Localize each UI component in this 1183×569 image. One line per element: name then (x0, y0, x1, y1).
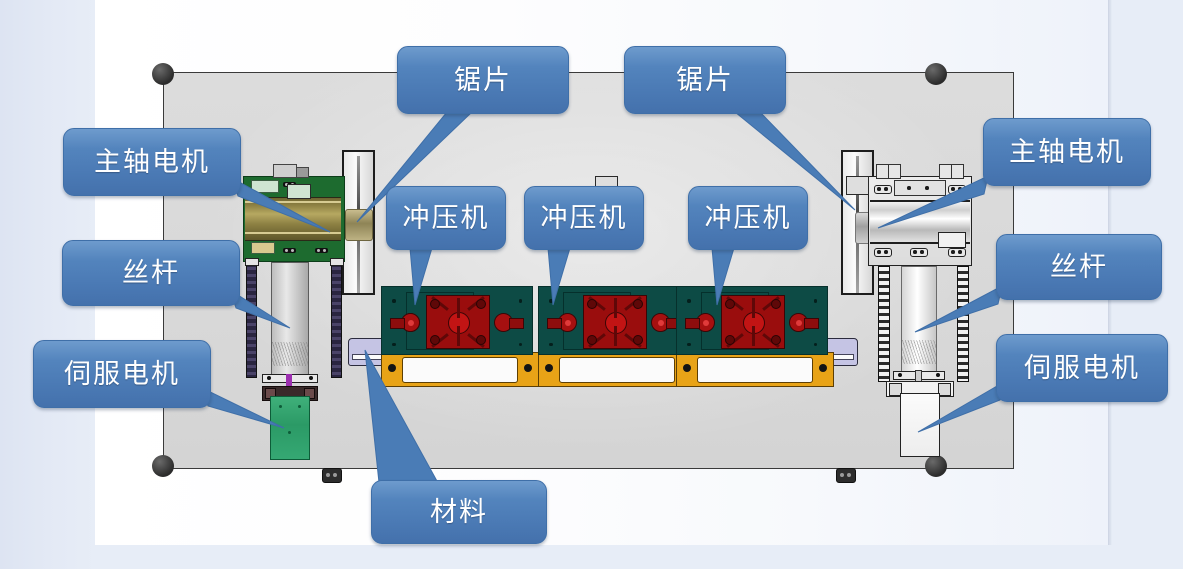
saw-blade-left-hub (345, 209, 373, 241)
lead-screw-right-thread (902, 340, 936, 364)
callout-spindle-motor-left-label: 主轴电机 (94, 146, 210, 177)
press-machine-3 (676, 286, 828, 355)
lead-screw-left-rail-b-cap (330, 258, 344, 266)
spindle-motor-right (868, 164, 972, 266)
callout-press-machine-2[interactable]: 冲压机 (524, 186, 644, 250)
lead-screw-left (271, 262, 309, 377)
callout-saw-blade-left[interactable]: 锯片 (397, 46, 569, 114)
lead-screw-right (901, 266, 937, 375)
spindle-motor-right-bolt-e (948, 248, 966, 257)
spindle-motor-right-bracket (938, 232, 966, 248)
callout-lead-screw-right-label: 丝杆 (1050, 251, 1108, 282)
spindle-motor-left-barrel (245, 197, 341, 241)
callout-saw-blade-right-label: 锯片 (676, 64, 734, 95)
press-machine-1-die (426, 295, 490, 349)
callout-servo-motor-right-label: 伺服电机 (1024, 352, 1140, 383)
callout-lead-screw-right[interactable]: 丝杆 (996, 234, 1162, 300)
spindle-motor-right-top-plate (894, 180, 946, 196)
spindle-motor-right-bolt-b (948, 185, 966, 194)
callout-spindle-motor-right-label: 主轴电机 (1009, 136, 1125, 167)
spindle-motor-right-ear-d (951, 164, 964, 179)
servo-motor-right (900, 393, 940, 457)
spindle-motor-right-bolt-d (910, 248, 928, 257)
spindle-motor-left-stripe-a (245, 201, 341, 203)
callout-press-machine-1[interactable]: 冲压机 (386, 186, 506, 250)
bolster-3 (676, 352, 834, 387)
press-machine-3-die (721, 295, 785, 349)
caster-bottom-left-icon (152, 455, 174, 477)
spindle-motor-right-bolt-c (874, 248, 892, 257)
callout-saw-blade-left-label: 锯片 (454, 64, 512, 95)
callout-servo-motor-left-label: 伺服电机 (64, 358, 180, 389)
caster-bottom-right-icon (925, 455, 947, 477)
spindle-motor-left-screw-c (315, 248, 328, 253)
callout-spindle-motor-right[interactable]: 主轴电机 (983, 118, 1151, 186)
lead-screw-right-rail-b (957, 266, 969, 382)
press-machine-2-die (583, 295, 647, 349)
lead-screw-right-rail-a (878, 266, 890, 382)
bolster-1 (381, 352, 539, 387)
lead-screw-left-rail-a (246, 262, 257, 378)
lead-screw-left-rail-a-cap (245, 258, 259, 266)
bolster-2 (538, 352, 696, 387)
machine-foot-left (322, 468, 342, 483)
lead-screw-left-thread (272, 342, 308, 366)
spindle-motor-left-stripe-b (245, 232, 341, 234)
callout-press-machine-3[interactable]: 冲压机 (688, 186, 808, 250)
caster-top-left-icon (152, 63, 174, 85)
spindle-motor-right-ear-b (888, 164, 901, 179)
callout-spindle-motor-left[interactable]: 主轴电机 (63, 128, 241, 196)
press-machine-1 (381, 286, 533, 355)
servo-motor-left (270, 396, 310, 460)
spindle-motor-left-top-post (296, 167, 309, 178)
panel-left-small (287, 184, 311, 199)
press-machine-2 (538, 286, 690, 355)
callout-press-machine-2-label: 冲压机 (540, 202, 628, 233)
machine-foot-right (836, 468, 856, 483)
spindle-motor-left-cap-a (251, 180, 279, 193)
panel-center-right (846, 176, 869, 195)
callout-servo-motor-left[interactable]: 伺服电机 (33, 340, 211, 408)
callout-servo-motor-right[interactable]: 伺服电机 (996, 334, 1168, 402)
callout-saw-blade-right[interactable]: 锯片 (624, 46, 786, 114)
callout-material-label: 材料 (430, 496, 488, 527)
spindle-motor-right-bolt-a (874, 185, 892, 194)
callout-lead-screw-left[interactable]: 丝杆 (62, 240, 240, 306)
spindle-motor-left-cap-b (251, 242, 275, 254)
spindle-motor-left-top-block (273, 164, 297, 178)
callout-material[interactable]: 材料 (371, 480, 547, 544)
callout-press-machine-3-label: 冲压机 (704, 202, 792, 233)
callout-press-machine-1-label: 冲压机 (402, 202, 490, 233)
spindle-motor-left-screw-b (283, 248, 296, 253)
caster-top-right-icon (925, 63, 947, 85)
servo-motor-left-coupling (286, 374, 292, 387)
callout-lead-screw-left-label: 丝杆 (122, 257, 180, 288)
lead-screw-left-rail-b (331, 262, 342, 378)
